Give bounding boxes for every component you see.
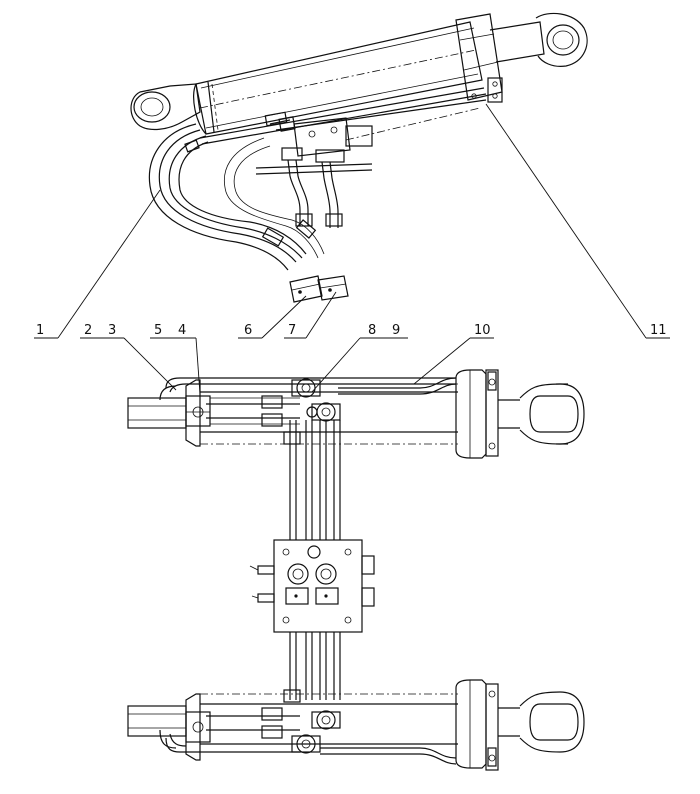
top-pipes bbox=[199, 87, 487, 145]
callout-11: 11 bbox=[650, 323, 667, 338]
callout-8: 8 bbox=[368, 323, 376, 338]
cylinder-rear-eye bbox=[130, 83, 201, 131]
central-valve-assembly bbox=[249, 420, 375, 703]
quick-couplings bbox=[289, 275, 349, 303]
callout-leaders bbox=[34, 103, 670, 395]
callout-4: 4 bbox=[178, 323, 186, 338]
callout-7: 7 bbox=[288, 323, 296, 338]
cylinder-head-block bbox=[455, 13, 503, 103]
callout-labels: 1 2 3 5 4 6 7 8 9 10 11 bbox=[36, 323, 667, 338]
callout-9: 9 bbox=[392, 323, 400, 338]
callout-10: 10 bbox=[474, 323, 491, 338]
callout-5: 5 bbox=[154, 323, 162, 338]
valve-block-top bbox=[255, 107, 481, 228]
top-isometric-view bbox=[130, 12, 588, 303]
callout-1: 1 bbox=[36, 323, 44, 338]
callout-6: 6 bbox=[244, 323, 252, 338]
upper-cylinder-side-view bbox=[127, 369, 585, 459]
callout-3: 3 bbox=[108, 323, 116, 338]
piston-rod-front-eye bbox=[489, 12, 588, 67]
callout-2: 2 bbox=[84, 323, 92, 338]
lower-cylinder-side-view bbox=[127, 679, 585, 771]
cylinder-barrel bbox=[193, 21, 483, 135]
